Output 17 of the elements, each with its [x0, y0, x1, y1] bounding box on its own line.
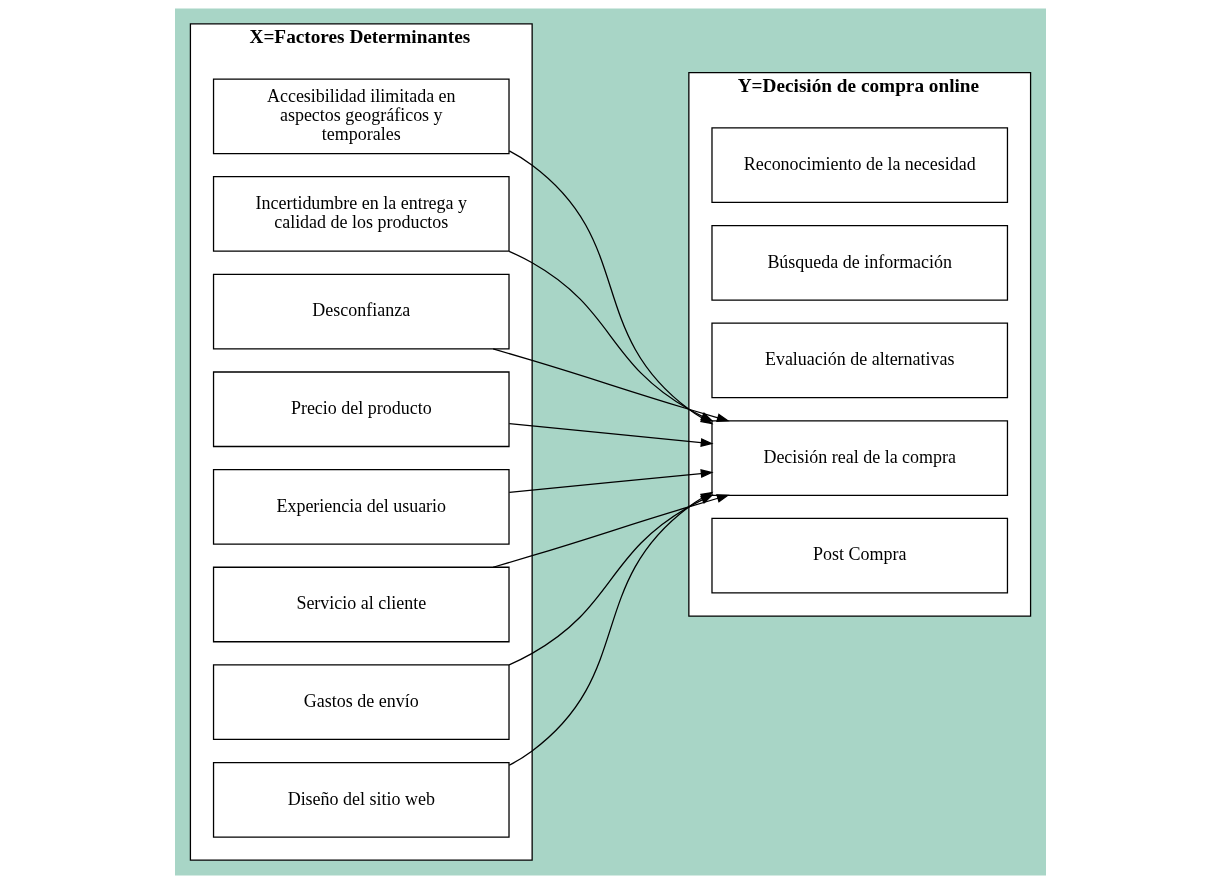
node-box: Decisión real de la compra [711, 420, 1009, 496]
node-box: Incertidumbre en la entrega y calidad de los productos [212, 176, 510, 252]
node-box: Diseño del sitio web [212, 761, 510, 838]
node-box: Gastos de envío [212, 664, 510, 741]
arrow [508, 250, 714, 422]
node-box: Servicio al cliente [212, 566, 510, 643]
node-box: Desconfianza [212, 273, 510, 350]
node-box: Búsqueda de información [711, 224, 1009, 301]
node-box: Post Compra [711, 517, 1009, 594]
arrow [508, 469, 714, 494]
arrow [508, 423, 714, 447]
node-box: Precio del producto [212, 371, 510, 448]
arrow [492, 348, 730, 422]
node-box: Experiencia del usuario [212, 469, 510, 545]
node-box: Accesibilidad ilimitada en aspectos geográficos y temporales [212, 78, 510, 155]
node-box: Reconocimiento de la necesidad [711, 127, 1009, 204]
node-box: Evaluación de alternativas [711, 322, 1009, 399]
